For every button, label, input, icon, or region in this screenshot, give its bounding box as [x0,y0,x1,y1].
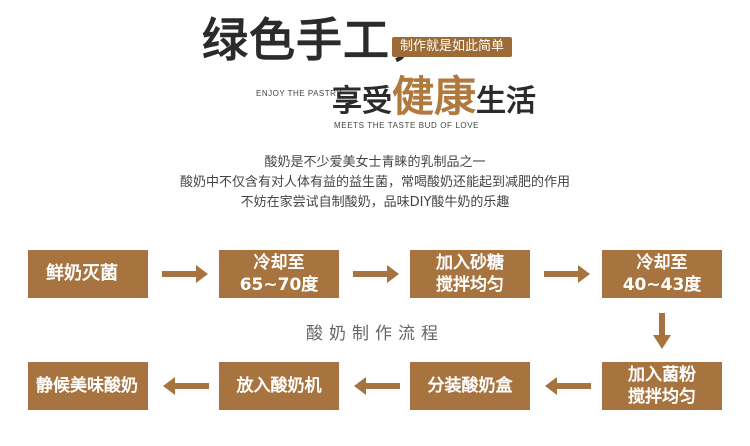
step-add-culture: 加入菌粉 搅拌均匀 [602,362,722,410]
arrow-down-icon [653,313,671,349]
step-into-machine: 放入酸奶机 [219,362,339,410]
title-badge: 制作就是如此简单 [392,37,513,57]
step-sterilize-milk: 鲜奶灭菌 [28,250,148,298]
step-wait-yogurt: 静候美味酸奶 [28,362,148,410]
subtitle-part1: 享受 [332,84,392,119]
enjoy-tagline: ENJOY THE PASTRY [256,89,343,98]
meets-tagline: MEETS THE TASTE BUD OF LOVE [334,121,480,130]
subtitle-health: 健康 [392,72,477,121]
arrow-right-icon [353,265,399,283]
arrow-left-icon [545,377,591,395]
flow-title: 酸奶制作流程 [306,324,444,344]
arrow-right-icon [544,265,590,283]
description-line-1: 酸奶是不少爱美女士青睐的乳制品之一 [264,155,486,170]
arrow-left-icon [354,377,400,395]
step-add-sugar: 加入砂糖 搅拌均匀 [410,250,530,298]
step-cool-65-70: 冷却至 65~70度 [219,250,339,298]
subtitle-part3: 生活 [476,84,537,119]
subtitle: 享受健康生活 [332,72,536,131]
arrow-right-icon [162,265,208,283]
description-line-3: 不妨在家尝试自制酸奶，品味DIY酸牛奶的乐趣 [240,195,510,210]
description-line-2: 酸奶中不仅含有对人体有益的益生菌，常喝酸奶还能起到减肥的作用 [179,175,570,190]
step-cool-40-43: 冷却至 40~43度 [602,250,722,298]
step-pack-boxes: 分装酸奶盒 [410,362,530,410]
arrow-left-icon [163,377,209,395]
